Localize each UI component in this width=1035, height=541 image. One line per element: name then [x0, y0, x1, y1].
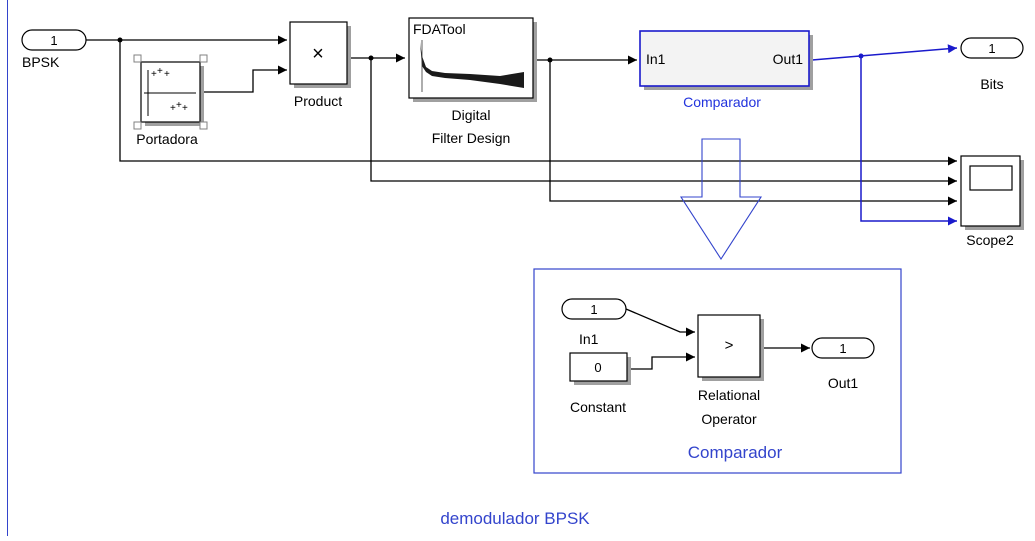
svg-text:+: +: [157, 66, 163, 77]
scope-label: Scope2: [966, 232, 1014, 248]
filter-label-line2: Filter Design: [432, 130, 511, 146]
filter-header: FDATool: [413, 21, 466, 37]
resize-handle[interactable]: [134, 122, 141, 129]
carrier-block[interactable]: + + + + + + Portadora: [134, 55, 207, 147]
comparador-out-port-label: Out1: [773, 51, 804, 67]
svg-text:+: +: [182, 103, 188, 114]
constant-value: 0: [594, 360, 601, 375]
relational-label-line1: Relational: [698, 387, 760, 403]
signal-comparador-to-scope[interactable]: [861, 56, 957, 221]
signal-in1-to-relational[interactable]: [626, 309, 695, 332]
signal-carrier-to-product[interactable]: [203, 70, 287, 92]
signal-comparador-to-bits[interactable]: [812, 48, 957, 60]
comparador-in-port-label: In1: [646, 51, 666, 67]
subsystem-frame: 1 In1 0 Constant > Relational Operator 1…: [534, 269, 901, 473]
model-system-label: demodulador BPSK: [440, 509, 590, 528]
filter-label-line1: Digital: [452, 107, 491, 123]
product-symbol: ×: [312, 43, 324, 65]
filter-block[interactable]: FDATool Digital Filter Design: [409, 18, 537, 146]
subsystem-outport-out1[interactable]: 1 Out1: [812, 338, 874, 391]
carrier-label: Portadora: [136, 131, 198, 147]
relational-operator-block[interactable]: > Relational Operator: [698, 315, 764, 427]
relational-label-line2: Operator: [701, 411, 757, 427]
subsystem-inport-number: 1: [590, 302, 597, 317]
signal-constant-to-relational[interactable]: [631, 357, 695, 369]
constant-block[interactable]: 0 Constant: [570, 353, 631, 415]
scope-block[interactable]: Scope2: [961, 156, 1024, 248]
product-label: Product: [294, 93, 342, 109]
inport-bpsk-label: BPSK: [22, 54, 60, 70]
subsystem-inport-label: In1: [579, 331, 599, 347]
product-block[interactable]: × Product: [290, 22, 351, 109]
scope-screen-icon: [970, 166, 1012, 190]
subsystem-title: Comparador: [688, 443, 783, 462]
resize-handle[interactable]: [134, 55, 141, 62]
outport-bits-label: Bits: [980, 76, 1003, 92]
comparador-block[interactable]: In1 Out1 Comparador: [640, 31, 813, 110]
inport-bpsk[interactable]: 1 BPSK: [22, 30, 86, 70]
outport-bits-number: 1: [988, 41, 995, 56]
subsystem-outport-label: Out1: [828, 375, 859, 391]
subsystem-outport-number: 1: [839, 341, 846, 356]
outport-bits[interactable]: 1 Bits: [961, 38, 1023, 92]
inport-bpsk-number: 1: [50, 33, 57, 48]
constant-label: Constant: [570, 399, 626, 415]
expand-arrow-icon: [681, 139, 761, 259]
subsystem-inport-in1[interactable]: 1 In1: [562, 299, 626, 347]
branch-point: [118, 38, 123, 43]
relational-symbol: >: [725, 337, 734, 354]
svg-text:+: +: [164, 69, 170, 80]
resize-handle[interactable]: [200, 55, 207, 62]
resize-handle[interactable]: [200, 122, 207, 129]
comparador-label: Comparador: [683, 94, 761, 110]
